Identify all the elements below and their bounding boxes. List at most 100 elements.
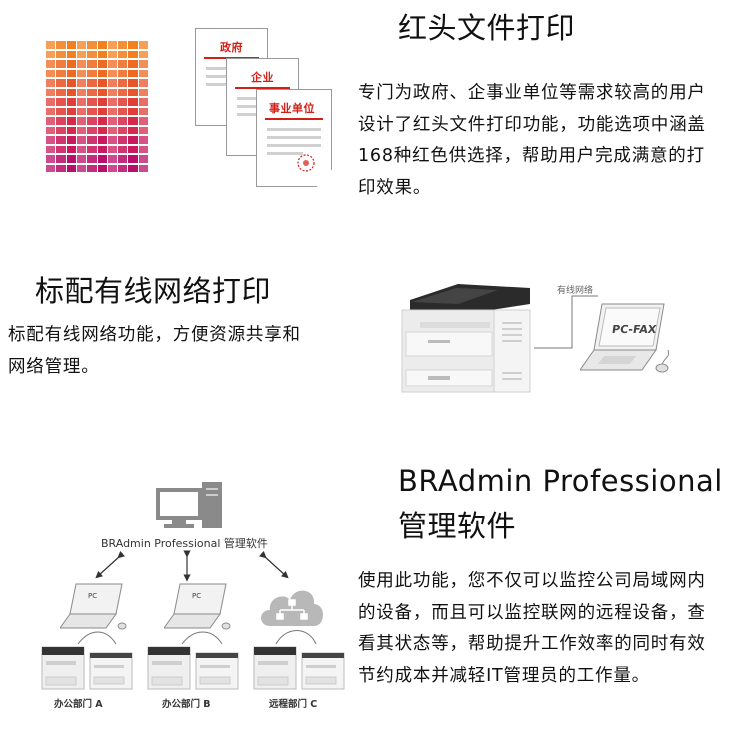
bradmin-software-label: BRAdmin Professional 管理软件: [101, 537, 268, 550]
color-swatch: [66, 145, 76, 153]
color-swatch: [46, 60, 56, 68]
color-swatch: [87, 50, 97, 58]
color-swatch: [128, 50, 138, 58]
color-swatch: [97, 136, 107, 144]
color-swatch: [87, 145, 97, 153]
red-stamp-icon: [297, 154, 315, 172]
color-swatch: [66, 79, 76, 87]
section3-subtitle: 管理软件: [398, 509, 517, 543]
color-swatch: [138, 41, 148, 49]
color-swatch: [56, 107, 66, 115]
section1-title: 红头文件打印: [398, 11, 576, 45]
color-swatch: [56, 164, 66, 172]
color-swatch: [66, 69, 76, 77]
color-swatch: [118, 60, 128, 68]
color-swatch: [66, 107, 76, 115]
paper-label-enterprise: 企业: [251, 71, 274, 84]
document-paper-institution: 事业单位: [256, 89, 332, 187]
pc-label-a: PC: [88, 592, 98, 600]
color-swatch: [107, 155, 118, 163]
department-label-c: 远程部门 C: [269, 699, 318, 710]
color-swatch: [97, 79, 107, 87]
color-swatch: [118, 79, 128, 87]
color-swatch: [97, 117, 107, 125]
color-swatch: [76, 60, 87, 68]
color-swatch: [118, 41, 128, 49]
color-swatch: [97, 98, 107, 106]
color-swatch: [46, 126, 56, 134]
paper-label-government: 政府: [220, 41, 243, 54]
red-color-swatch-grid: [46, 41, 148, 172]
printer-group-c: [252, 643, 348, 695]
color-swatch: [87, 60, 97, 68]
color-swatch: [107, 117, 118, 125]
color-swatch: [76, 107, 87, 115]
color-swatch: [118, 136, 128, 144]
color-swatch: [138, 107, 148, 115]
color-swatch: [97, 164, 107, 172]
color-swatch: [138, 155, 148, 163]
color-swatch: [66, 126, 76, 134]
color-swatch: [46, 155, 56, 163]
color-swatch: [138, 88, 148, 96]
color-swatch: [76, 136, 87, 144]
section3-description: 使用此功能，您不仅可以监控公司局域网内的设备，而且可以监控联网的远程设备，查看其…: [358, 571, 706, 686]
color-swatch: [87, 107, 97, 115]
section2-description: 标配有线网络功能，方便资源共享和网络管理。: [8, 325, 301, 377]
color-swatch: [128, 60, 138, 68]
color-swatch: [107, 98, 118, 106]
color-swatch: [76, 98, 87, 106]
color-swatch: [56, 145, 66, 153]
color-swatch: [97, 155, 107, 163]
color-swatch: [46, 69, 56, 77]
color-swatch: [118, 164, 128, 172]
department-label-a: 办公部门 A: [54, 699, 103, 710]
color-swatch: [118, 117, 128, 125]
color-swatch: [128, 126, 138, 134]
color-swatch: [46, 164, 56, 172]
color-swatch: [56, 117, 66, 125]
color-swatch: [66, 50, 76, 58]
laptop-pc-b: PC: [163, 582, 238, 632]
color-swatch: [46, 107, 56, 115]
color-swatch: [56, 41, 66, 49]
color-swatch: [87, 155, 97, 163]
color-swatch: [87, 164, 97, 172]
color-swatch: [138, 79, 148, 87]
color-swatch: [128, 41, 138, 49]
color-swatch: [138, 136, 148, 144]
color-swatch: [87, 136, 97, 144]
color-swatch: [128, 117, 138, 125]
printer-group-b: [146, 643, 242, 695]
color-swatch: [76, 41, 87, 49]
color-swatch: [138, 98, 148, 106]
color-swatch: [138, 60, 148, 68]
color-swatch: [46, 145, 56, 153]
color-swatch: [46, 50, 56, 58]
color-swatch: [76, 69, 87, 77]
color-swatch: [107, 60, 118, 68]
color-swatch: [87, 69, 97, 77]
color-swatch: [107, 79, 118, 87]
color-swatch: [97, 50, 107, 58]
pc-label-b: PC: [192, 592, 202, 600]
color-swatch: [107, 88, 118, 96]
color-swatch: [76, 50, 87, 58]
color-swatch: [66, 98, 76, 106]
laser-printer-icon: [401, 284, 531, 393]
color-swatch: [97, 69, 107, 77]
color-swatch: [97, 88, 107, 96]
color-swatch: [107, 145, 118, 153]
color-swatch: [128, 69, 138, 77]
desktop-computer-icon: [156, 482, 222, 528]
laptop-pc-fax-icon: [580, 303, 669, 373]
color-swatch: [87, 117, 97, 125]
color-swatch: [56, 126, 66, 134]
department-label-b: 办公部门 B: [162, 699, 211, 710]
color-swatch: [46, 88, 56, 96]
color-swatch: [76, 126, 87, 134]
color-swatch: [46, 117, 56, 125]
device-connection-curves: [77, 630, 317, 645]
color-swatch: [66, 88, 76, 96]
color-swatch: [56, 50, 66, 58]
